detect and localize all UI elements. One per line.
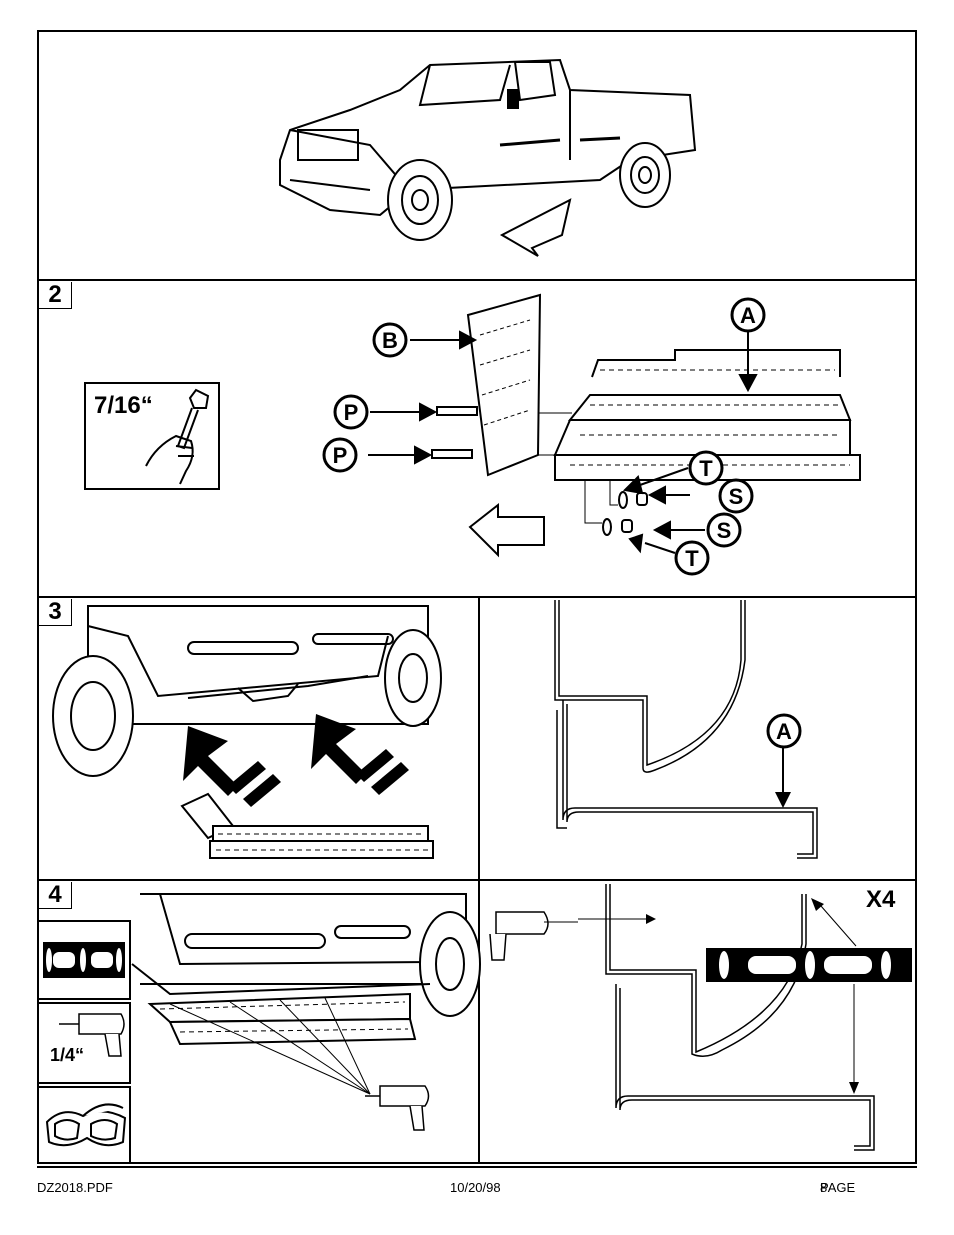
wrench-size-label: 7/16“	[94, 392, 153, 419]
step4-level-diagram	[489, 884, 912, 1151]
callout-T-lower: T	[674, 540, 710, 576]
step3-profile-diagram	[554, 600, 818, 859]
step-number-2: 2	[39, 282, 72, 309]
quantity-label: X4	[866, 886, 896, 913]
drill-icon	[59, 1013, 125, 1057]
callout-S-lower: S	[706, 512, 742, 548]
svg-text:T: T	[685, 546, 699, 571]
wrench-icon	[145, 388, 210, 485]
drill-size-label: 1/4“	[50, 1045, 85, 1065]
footer-filename: DZ2018.PDF	[37, 1180, 113, 1195]
svg-text:B: B	[382, 328, 398, 353]
svg-text:A: A	[776, 719, 792, 744]
level-icon	[43, 942, 125, 978]
step4-truck-side	[131, 893, 481, 1131]
svg-text:P: P	[333, 443, 348, 468]
step-number-3: 3	[39, 599, 72, 626]
divider-vertical	[478, 596, 480, 1164]
svg-text:P: P	[344, 400, 359, 425]
callout-A-step2: A	[730, 297, 766, 333]
callout-B: B	[372, 322, 408, 358]
divider-1	[37, 279, 917, 281]
drill-tool-box	[37, 1002, 131, 1084]
callout-P-lower: P	[322, 437, 358, 473]
divider-2	[37, 596, 917, 598]
divider-3	[37, 879, 917, 881]
svg-text:S: S	[729, 484, 744, 509]
svg-text:T: T	[699, 456, 713, 481]
callout-S-upper: S	[718, 478, 754, 514]
wrench-size-box: 7/16“	[84, 382, 220, 490]
footer-date: 10/20/98	[450, 1180, 501, 1195]
step-number-4: 4	[39, 882, 72, 909]
svg-text:S: S	[717, 518, 732, 543]
footer-rule	[37, 1166, 917, 1168]
callout-T-upper: T	[688, 450, 724, 486]
callout-A-step3: A	[766, 713, 802, 749]
step3-truck-side	[52, 605, 442, 859]
truck-illustration	[279, 58, 697, 257]
level-tool-box	[37, 920, 131, 1000]
safety-goggles-icon	[45, 1103, 127, 1147]
callout-P-upper: P	[333, 394, 369, 430]
svg-text:A: A	[740, 303, 756, 328]
goggles-tool-box	[37, 1086, 131, 1164]
step2-diagram	[368, 293, 861, 558]
footer-page-number: 8	[820, 1180, 828, 1195]
footer-page-label: PAGE	[820, 1180, 856, 1195]
